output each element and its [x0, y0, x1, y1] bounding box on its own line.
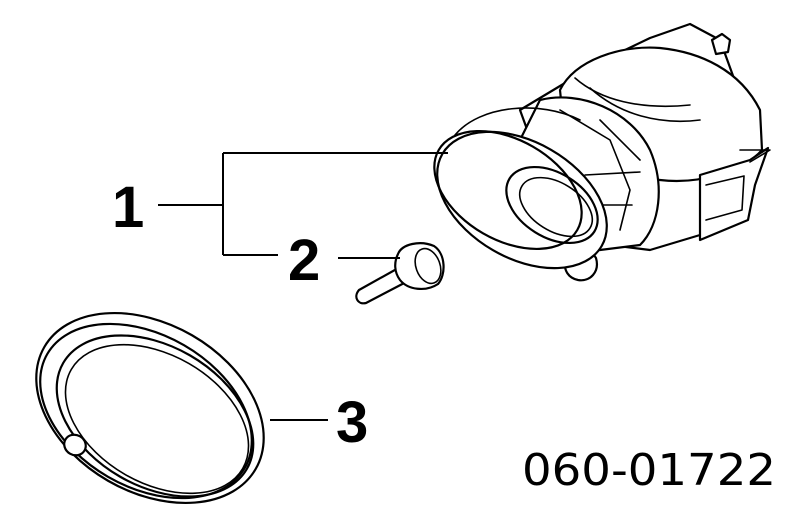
- callout-3: 3: [336, 390, 368, 455]
- lens-cover-drawing: [35, 311, 265, 505]
- screw-drawing: [355, 242, 445, 305]
- diagram-number: 060-01722: [522, 445, 776, 496]
- leader-lines: [158, 152, 448, 421]
- callout-2: 2: [288, 228, 320, 293]
- callout-1: 1: [112, 175, 144, 240]
- fog-lamp-housing-drawing: [433, 22, 771, 282]
